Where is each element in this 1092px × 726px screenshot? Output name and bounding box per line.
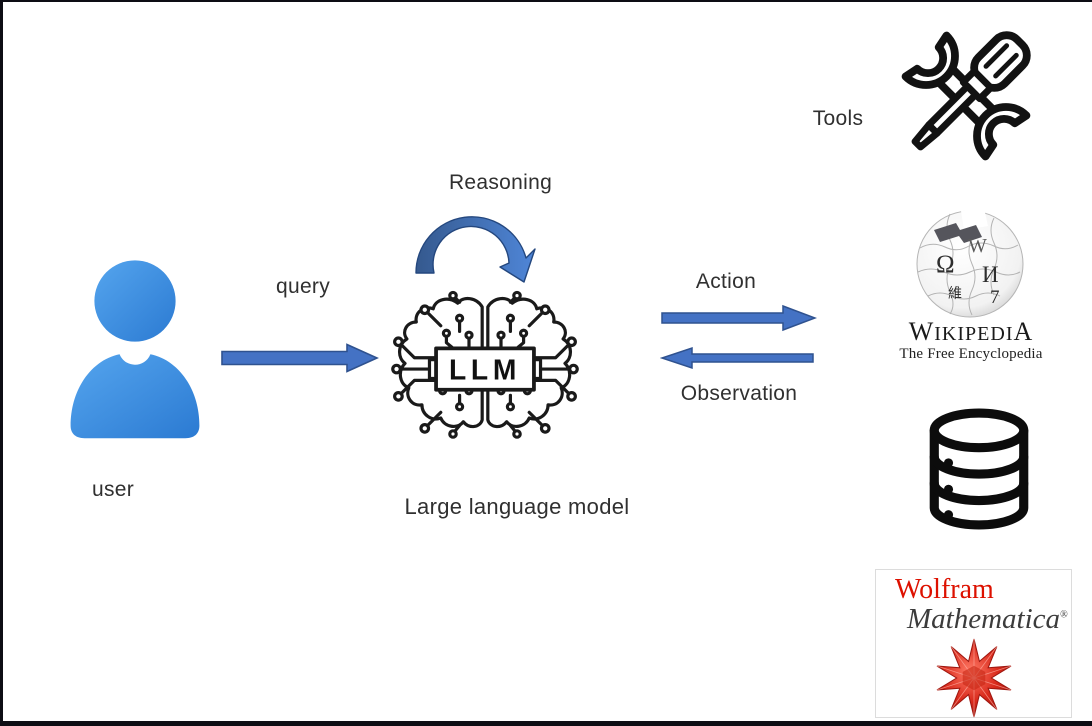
reasoning-label: Reasoning	[448, 171, 553, 194]
globe-glyph-i: И	[982, 262, 999, 287]
reasoning-arc-arrow	[415, 216, 536, 283]
globe-glyph-seven: 7	[990, 287, 1000, 308]
llm-label: Large language model	[404, 494, 630, 519]
brain-circuit-icon: LLM	[391, 290, 579, 439]
query-arrow	[221, 343, 379, 373]
globe-glyph-wei: 維	[948, 286, 962, 302]
observation-label: Observation	[680, 382, 798, 405]
spikey-icon	[936, 639, 1011, 718]
action-label: Action	[695, 270, 757, 293]
wordmark-last: A	[1013, 317, 1034, 346]
user-label: user	[91, 478, 135, 501]
wrench-screwdriver-icon	[901, 31, 1031, 161]
database-icon	[929, 408, 1029, 530]
observation-arrow	[660, 346, 814, 370]
query-label: query	[275, 275, 331, 298]
wolfram-mathematica-card: Wolfram Mathematica®	[875, 569, 1072, 718]
wikipedia-tagline: The Free Encyclopedia	[899, 346, 1043, 362]
mathematica-title: Mathematica®	[907, 603, 1068, 635]
tools-label: Tools	[812, 107, 864, 130]
person-icon	[70, 260, 200, 439]
wordmark-first: W	[908, 317, 935, 346]
wikipedia-wordmark: WIKIPEDIA	[896, 319, 1046, 345]
wolfram-title: Wolfram	[895, 574, 994, 605]
wikipedia-globe-icon: Ω W И 維 7	[916, 208, 1024, 318]
registered-mark: ®	[1060, 609, 1068, 621]
globe-glyph-omega: Ω	[936, 251, 955, 278]
globe-glyph-w: W	[968, 235, 987, 257]
wordmark-middle: IKIPEDI	[934, 323, 1014, 345]
action-arrow	[661, 304, 817, 332]
llm-chip-text: LLM	[449, 353, 521, 385]
